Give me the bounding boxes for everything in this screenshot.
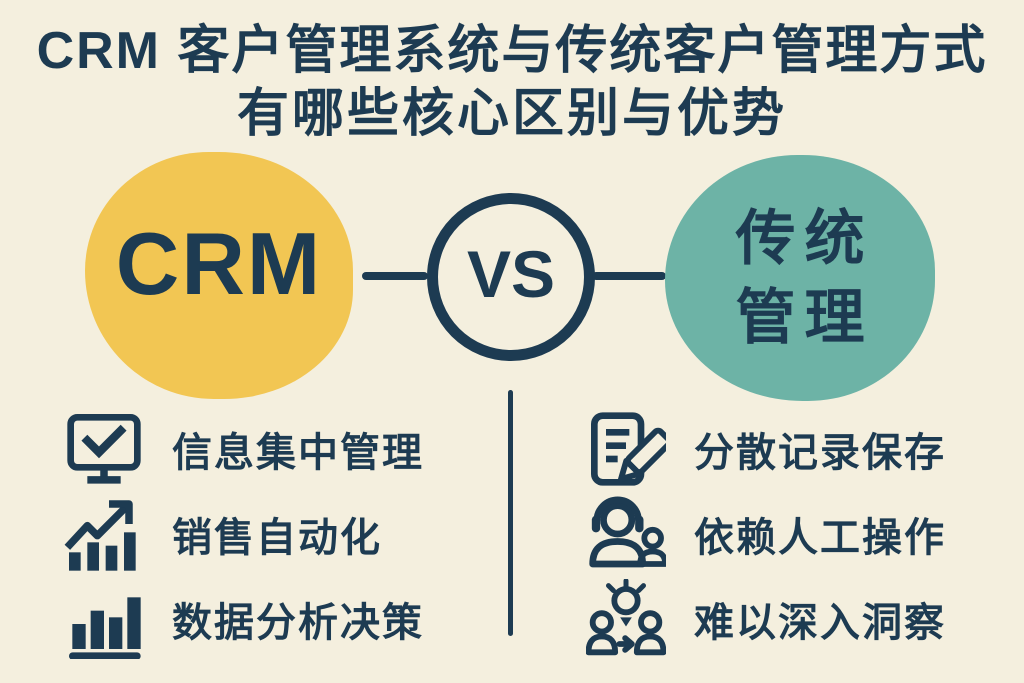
vs-badge: VS [427, 193, 595, 361]
feature-row: 销售自动化 [62, 491, 424, 576]
feature-row: 数据分析决策 [62, 576, 424, 661]
crm-feature-list: 信息集中管理 销售自动化 [62, 406, 424, 661]
feature-label: 分散记录保存 [694, 430, 946, 475]
crm-circle: CRM [85, 152, 353, 399]
traditional-circle-label-line-2: 管理 [735, 284, 874, 351]
feature-label: 数据分析决策 [172, 600, 424, 645]
feature-row: 分散记录保存 [584, 406, 946, 491]
bar-chart-icon [62, 579, 146, 659]
feature-row: 依赖人工操作 [584, 491, 946, 576]
vs-label: VS [466, 237, 556, 311]
crm-circle-label: CRM [115, 213, 323, 313]
document-edit-icon [584, 409, 668, 489]
connector-line-right [592, 272, 666, 280]
growth-chart-icon [62, 494, 146, 574]
traditional-circle: 传统 管理 [665, 155, 935, 401]
page-title: CRM 客户管理系统与传统客户管理方式 有哪些核心区别与优势 [0, 20, 1024, 147]
feature-label: 信息集中管理 [172, 430, 424, 475]
feature-label: 依赖人工操作 [694, 515, 946, 560]
traditional-feature-list: 分散记录保存 依赖人工操作 [584, 406, 946, 661]
headset-person-icon [584, 494, 668, 574]
title-line-2: 有哪些核心区别与优势 [236, 85, 787, 144]
connector-line-left [362, 272, 428, 280]
monitor-check-icon [62, 409, 146, 489]
divider-line [508, 390, 513, 636]
title-line-1: CRM 客户管理系统与传统客户管理方式 [36, 22, 988, 80]
people-lightbulb-icon [584, 578, 668, 659]
feature-row: 信息集中管理 [62, 406, 424, 491]
feature-label: 难以深入洞察 [694, 600, 946, 645]
feature-label: 销售自动化 [172, 515, 382, 560]
traditional-circle-label-line-1: 传统 [735, 204, 874, 272]
feature-row: 难以深入洞察 [584, 576, 946, 661]
